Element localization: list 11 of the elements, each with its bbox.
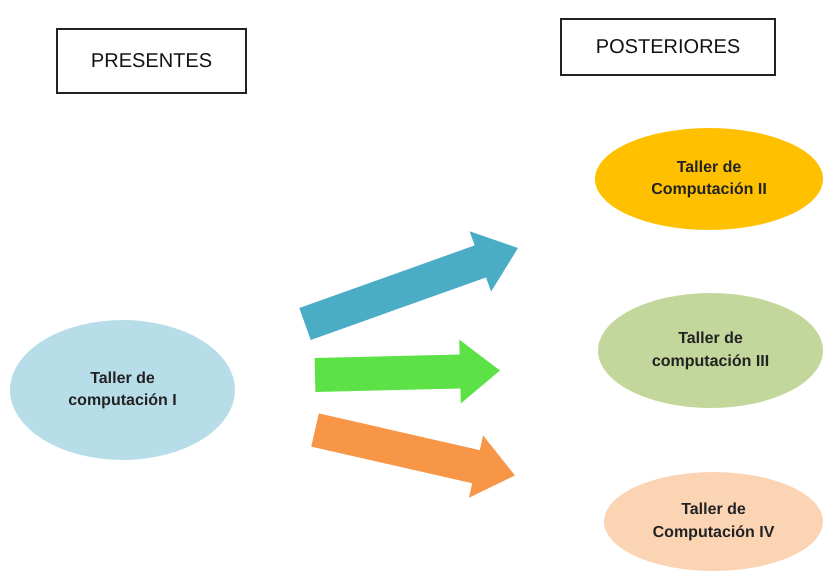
node-label: Taller de computación III: [650, 329, 770, 372]
heading-box: [56, 28, 247, 94]
block-arrow: [299, 231, 518, 340]
node-label: Taller de computación I: [67, 368, 178, 411]
block-arrow: [314, 340, 500, 404]
node-label: PRESENTES: [90, 49, 212, 74]
node-label: Taller de Computación IV: [652, 500, 776, 542]
node-label: Taller de Computación II: [650, 158, 768, 200]
block-arrow: [311, 413, 515, 498]
heading-box: [560, 18, 776, 76]
node-label: POSTERIORES: [596, 35, 740, 60]
